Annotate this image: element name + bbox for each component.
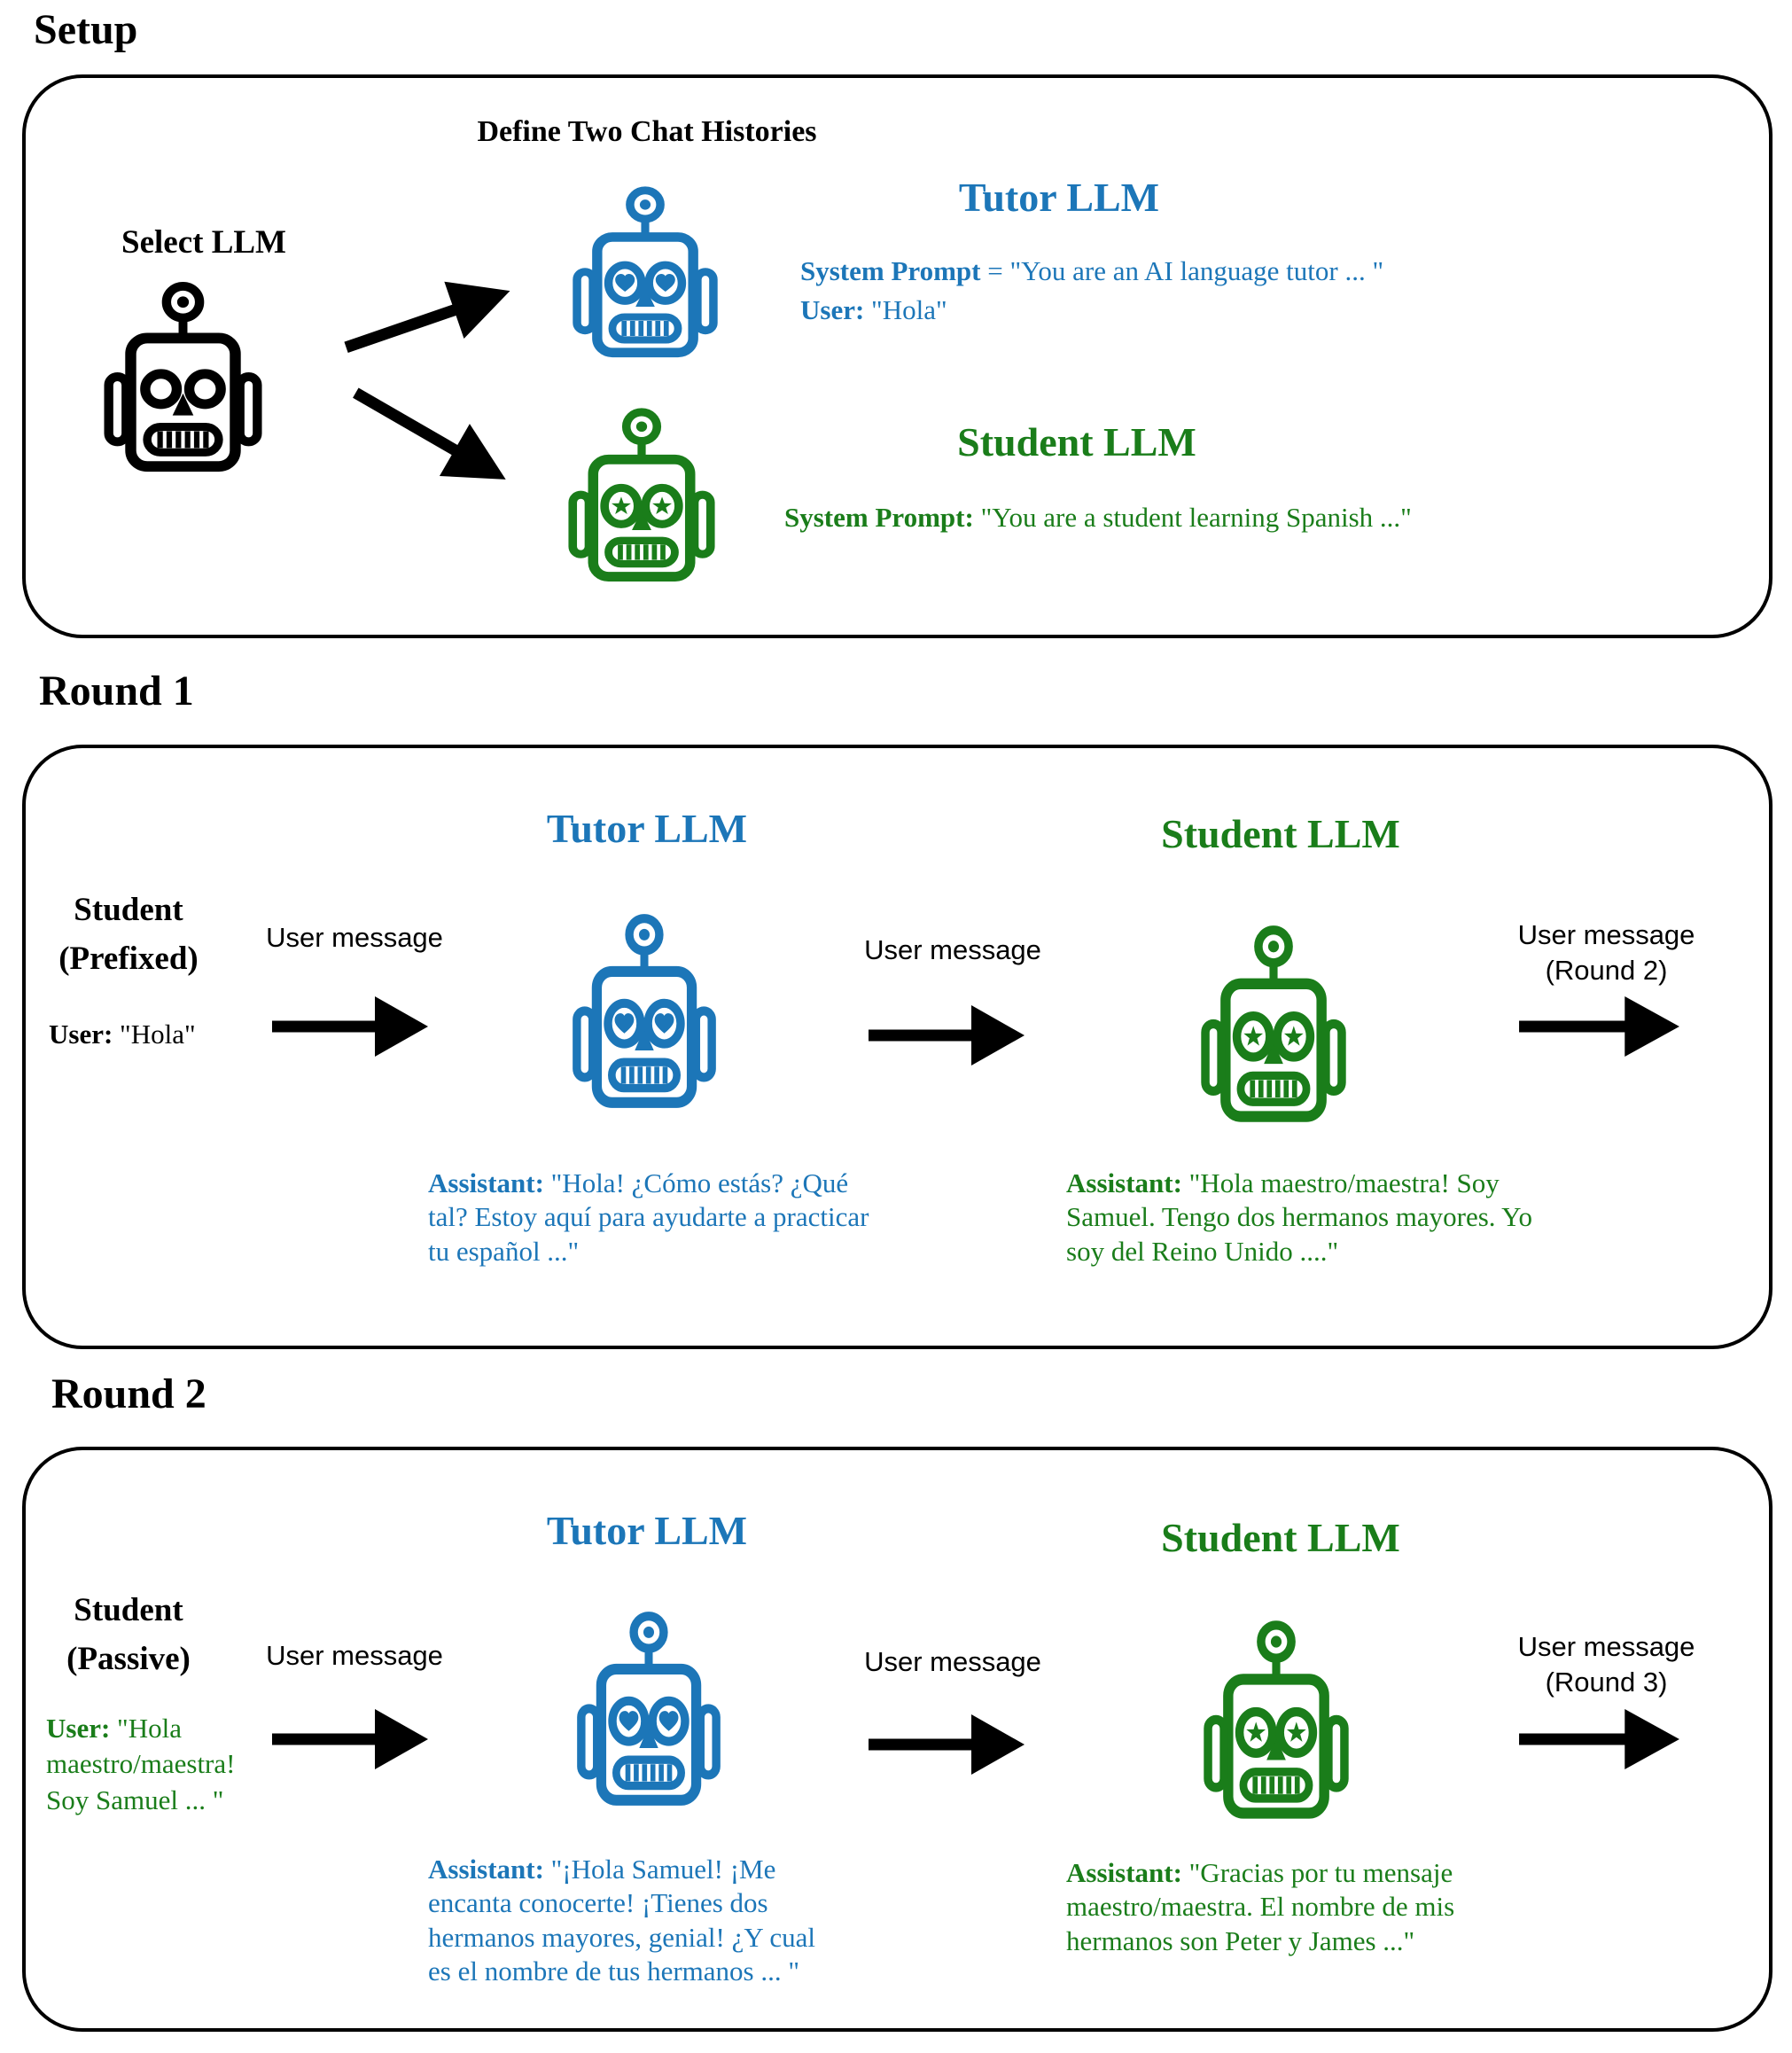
round2-tutor-title: Tutor LLM (546, 1508, 748, 1553)
select-llm-robot-icon (91, 277, 275, 480)
round2-student-robot-icon (1192, 1615, 1360, 1828)
round1-left-user-message: User: "Hola" (49, 1019, 196, 1050)
round1-arrow3-label: User message (Round 2) (1517, 919, 1695, 987)
round2-arrow2-icon (867, 1709, 1026, 1780)
setup-heading: Setup (34, 6, 138, 53)
round2-arrow1-label: User message (266, 1640, 443, 1671)
setup-tutor-title: Tutor LLM (958, 175, 1160, 220)
setup-student-title: Student LLM (957, 419, 1196, 464)
round1-tutor-assistant-message: Assistant: "Hola! ¿Cómo estás? ¿Qué tal?… (428, 1167, 869, 1267)
round1-arrow2-label: User message (864, 934, 1041, 965)
round2-tutor-assistant-message: Assistant: "¡Hola Samuel! ¡Me encanta co… (428, 1854, 815, 1987)
round1-arrow2-icon (867, 1000, 1026, 1071)
round2-arrow3-icon (1517, 1704, 1681, 1775)
round1-box (22, 745, 1773, 1349)
setup-tutor-prompt: System Prompt = "You are an AI language … (800, 252, 1731, 330)
select-llm-label: Select LLM (121, 224, 286, 261)
define-two-chat-histories-label: Define Two Chat Histories (477, 115, 817, 148)
round2-arrow3-label: User message (Round 3) (1517, 1631, 1695, 1698)
round1-student-assistant-message: Assistant: "Hola maestro/maestra! Soy Sa… (1066, 1167, 1532, 1267)
round2-heading: Round 2 (51, 1370, 206, 1417)
setup-tutor-system-prompt-line: System Prompt = "You are an AI language … (800, 255, 1384, 286)
round1-student-robot-icon (1189, 920, 1358, 1131)
setup-student-prompt: System Prompt: "You are a student learni… (784, 502, 1412, 533)
round2-student-title: Student LLM (1161, 1515, 1400, 1560)
round1-arrow1-icon (270, 991, 430, 1062)
round2-tutor-robot-icon (565, 1606, 732, 1815)
setup-tutor-user-line: User: "Hola" (800, 294, 947, 326)
round2-left-role-label: Student (Passive) (66, 1592, 191, 1677)
round1-arrow1-label: User message (266, 922, 443, 953)
round2-left-user-message: User: "Hola maestro/maestra! Soy Samuel … (46, 1713, 236, 1815)
round1-tutor-robot-icon (561, 909, 728, 1117)
setup-box (22, 74, 1773, 638)
round1-tutor-title: Tutor LLM (546, 806, 748, 851)
round2-arrow2-label: User message (864, 1646, 1041, 1677)
round1-arrow3-icon (1517, 991, 1681, 1062)
round2-arrow1-icon (270, 1704, 430, 1775)
round2-student-assistant-message: Assistant: "Gracias por tu mensaje maest… (1066, 1857, 1455, 1956)
round1-left-role-label: Student (Prefixed) (58, 892, 199, 977)
round1-heading: Round 1 (39, 667, 194, 714)
round1-student-title: Student LLM (1161, 811, 1400, 856)
setup-student-robot-icon (557, 403, 727, 589)
setup-tutor-robot-icon (561, 182, 729, 365)
